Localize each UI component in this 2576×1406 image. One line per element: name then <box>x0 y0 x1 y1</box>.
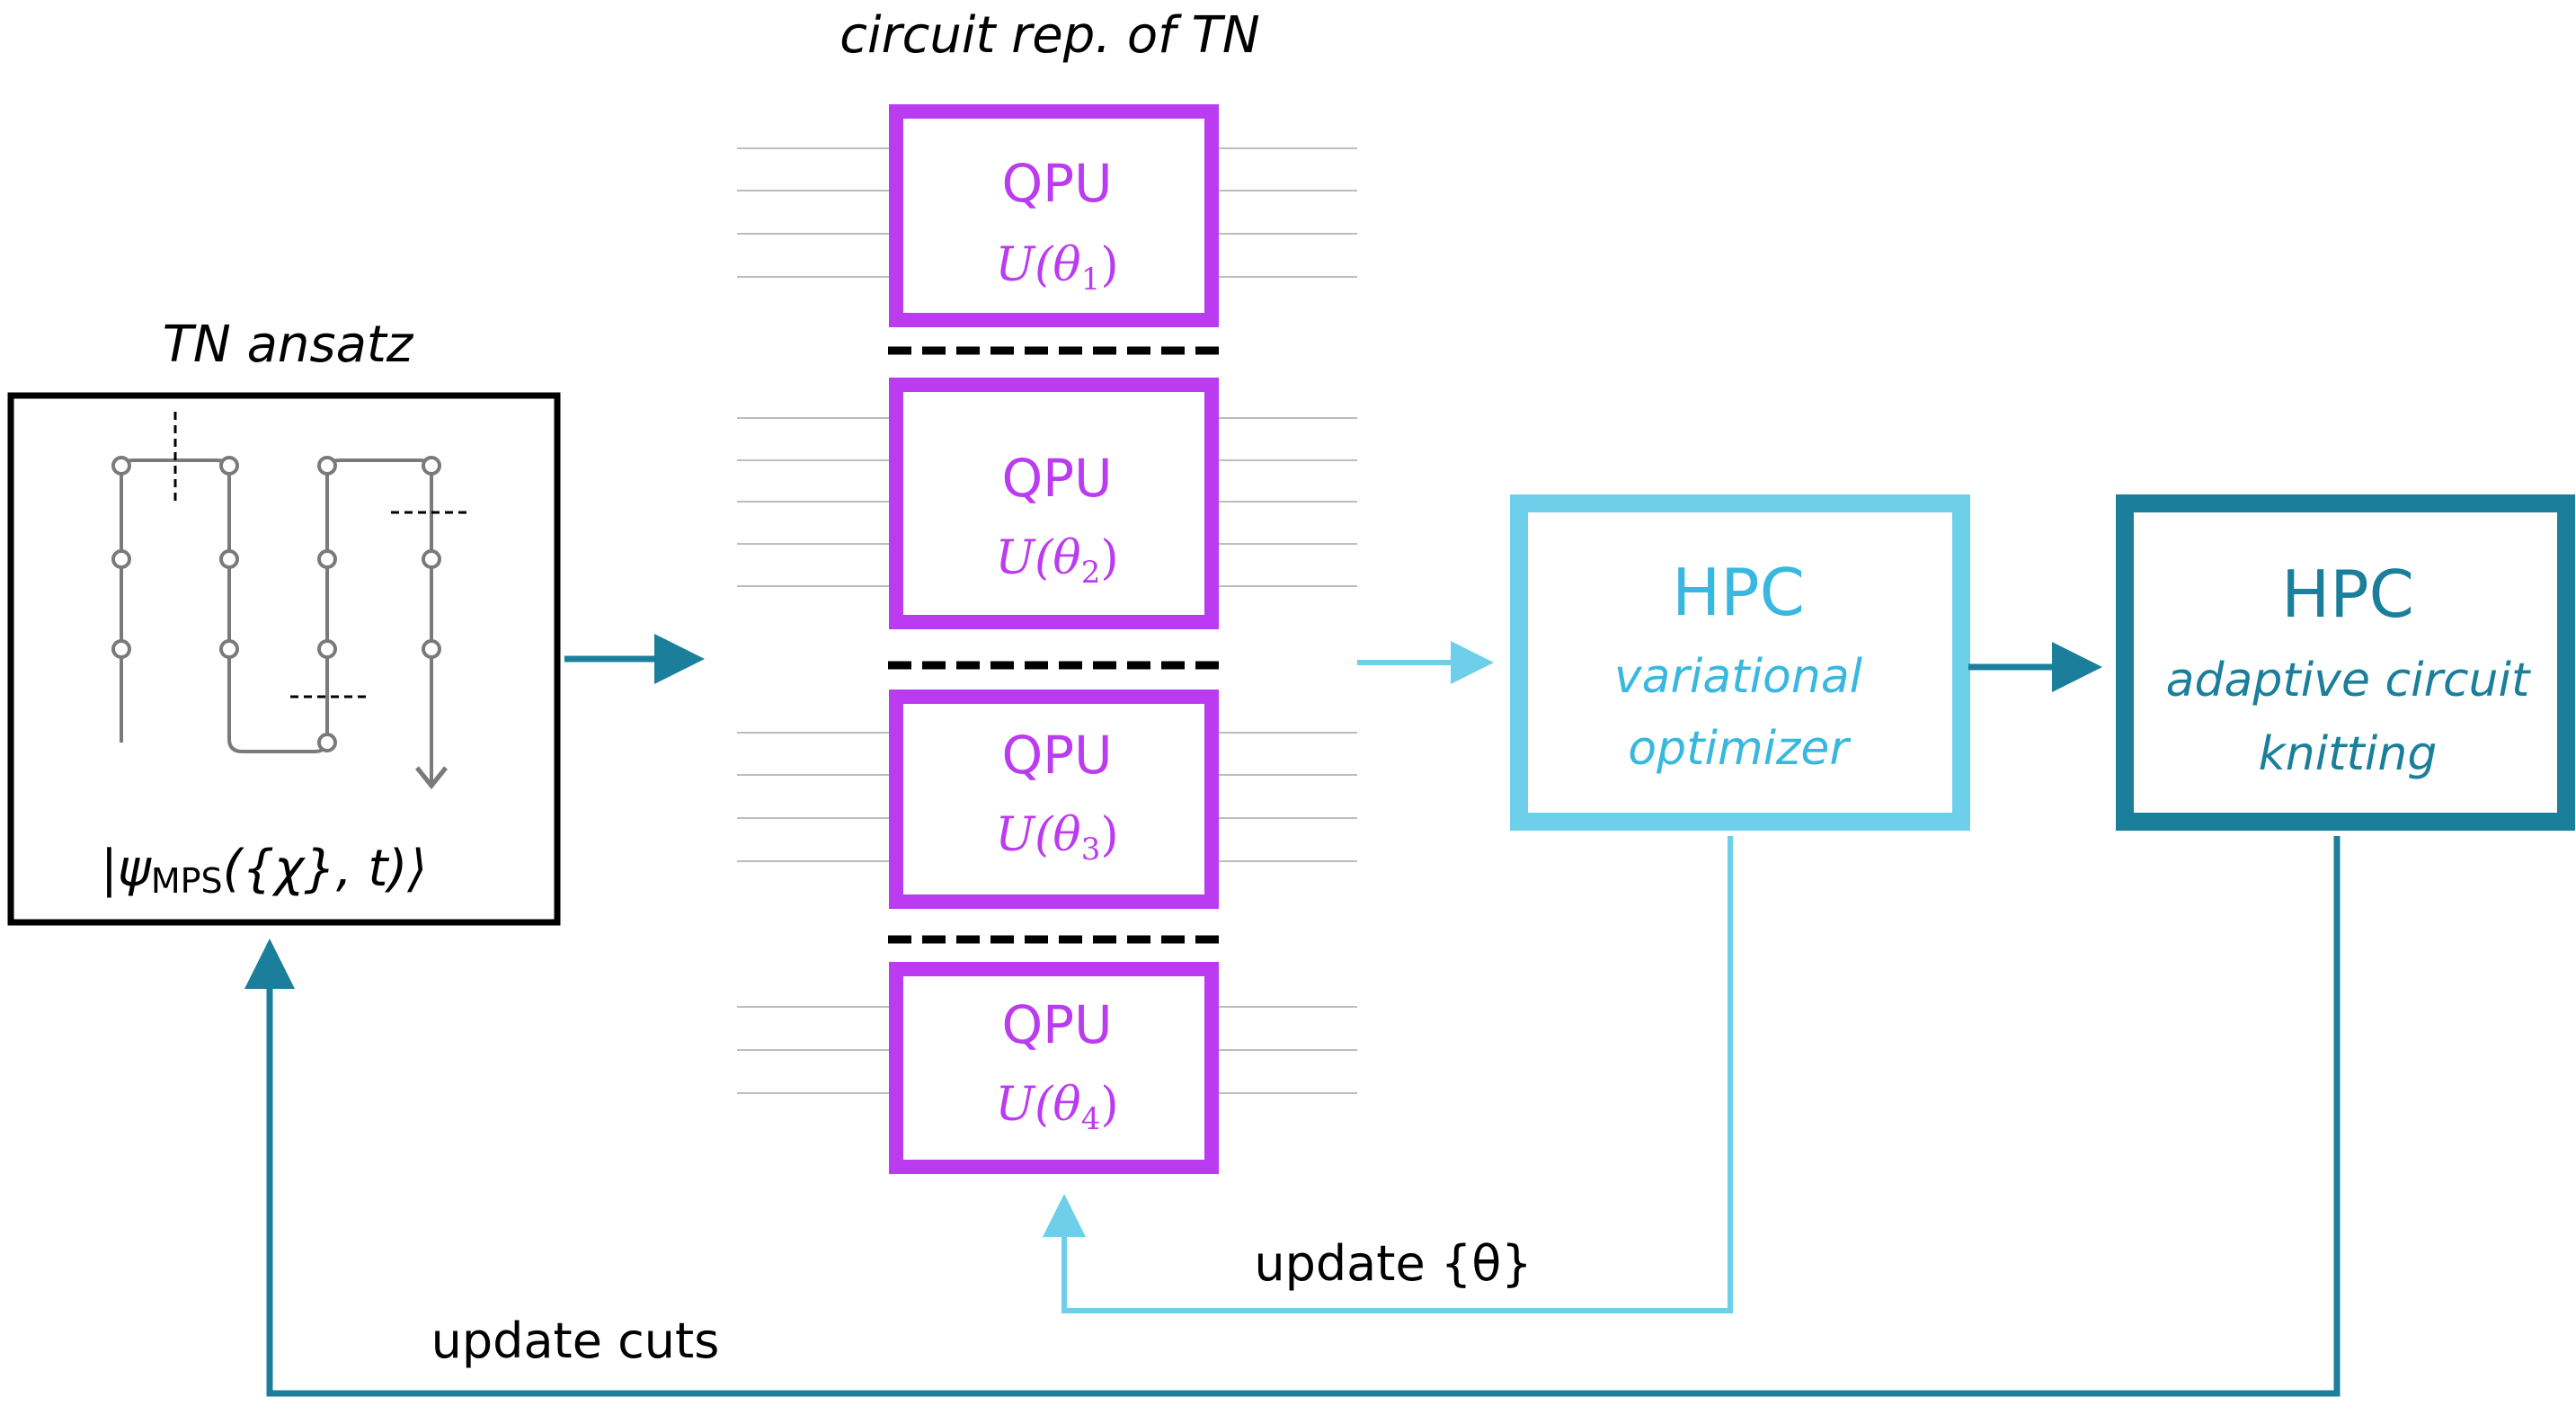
svg-text:|ψMPS({χ}, t)⟩: |ψMPS({χ}, t)⟩ <box>101 840 427 901</box>
hpc-optimizer-line2: optimizer <box>1628 722 1852 776</box>
mps-network <box>120 458 449 790</box>
hpc-knitting-title: HPC <box>2281 556 2414 632</box>
mps-nodes <box>111 456 441 752</box>
qpu-block-4: QPU U(θ4) <box>889 962 1219 1174</box>
update-cuts-label: update cuts <box>431 1313 720 1369</box>
qpu-label: QPU <box>1001 994 1112 1055</box>
hpc-optimizer-box: HPC variational optimizer <box>1510 494 1970 831</box>
qpu-block-3: QPU U(θ3) <box>889 690 1219 909</box>
qpu-unitary: U(θ2) <box>995 531 1118 591</box>
qpu-unitary: U(θ1) <box>995 238 1118 298</box>
qpu-unitary: U(θ4) <box>995 1078 1118 1137</box>
hpc-knitting-line1: adaptive circuit <box>2166 654 2531 707</box>
hpc-knitting-box: HPC adaptive circuit knitting <box>2116 494 2575 831</box>
ansatz-box <box>7 392 561 926</box>
circuit-title: circuit rep. of TN <box>839 6 1259 65</box>
feedback-theta-path <box>1043 836 1733 1313</box>
hpc-optimizer-line1: variational <box>1614 650 1863 704</box>
qubit-wires <box>737 147 1357 1094</box>
update-theta-label: update {θ} <box>1254 1235 1532 1292</box>
ansatz-title: TN ansatz <box>163 316 414 374</box>
qpu-label: QPU <box>1001 153 1112 214</box>
feedback-cuts-path <box>244 836 2341 1397</box>
qpu-label: QPU <box>1001 448 1112 509</box>
qpu-block-1: QPU U(θ1) <box>889 104 1219 327</box>
qpu-unitary: U(θ3) <box>995 808 1118 868</box>
hpc-optimizer-title: HPC <box>1672 555 1805 630</box>
hpc-knitting-line2: knitting <box>2259 727 2438 781</box>
qpu-label: QPU <box>1001 725 1112 786</box>
mps-state-label: |ψMPS({χ}, t)⟩ <box>101 840 427 901</box>
qpu-block-2: QPU U(θ2) <box>889 378 1219 629</box>
mps-cuts <box>173 412 472 699</box>
